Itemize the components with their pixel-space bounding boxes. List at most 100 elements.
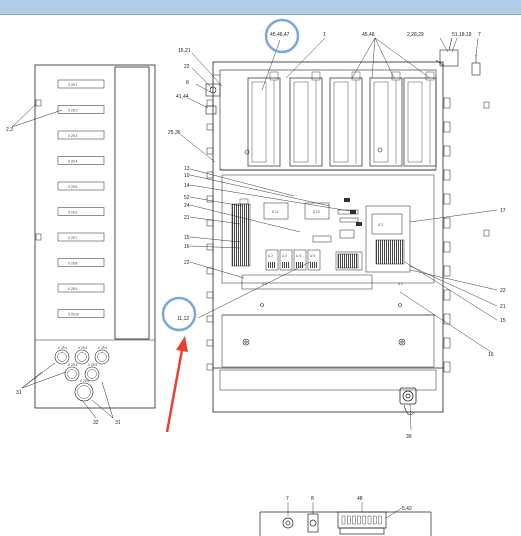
small-terminal [312,235,332,243]
door-breaker [57,232,105,242]
bottom-view [259,511,432,536]
base-frame [219,369,437,391]
callout-door-bottom-right: 31 [115,420,121,426]
door-outline [34,64,156,409]
wall-slot [206,99,214,107]
door-breaker [57,283,105,293]
wall-slot [443,169,451,181]
callout-17: 17 [500,208,506,214]
door-breaker [57,79,105,89]
door-breaker-label: X 29.9 [68,287,77,291]
callout-8-bottom: 8 [311,496,314,502]
callout-45-46-47: 45,46,47 [270,32,290,38]
door-breaker [57,207,105,216]
door-connector-label: X 29.4 [68,363,77,367]
callout-22-right: 22 [500,288,506,294]
wall-slot [206,123,214,131]
wall-slot [206,267,214,275]
connector-pin [373,515,377,525]
callout-45-46: 45,46 [362,32,375,38]
wall-slot [443,97,451,109]
wall-slot [206,339,214,347]
connector-pin [352,515,356,525]
door-round-connector [64,366,80,382]
callout-14: 14 [184,183,190,189]
wall-slot [206,363,214,371]
wall-slot [443,121,451,133]
wall-slot [443,241,451,253]
door-breaker-label: X 29.8 [68,261,77,265]
door-breaker [57,105,105,114]
callout-11-12: 11,12 [177,316,189,322]
relay-group [263,202,359,243]
door-cable-duct [114,66,150,340]
interface-unit [265,249,279,271]
door-connector-label: X 29.2 [78,346,87,350]
red-annotation-arrow [165,336,188,433]
wall-slot [443,265,451,277]
antenna-mount [471,62,481,76]
small-component [350,210,356,214]
connector-pin [341,515,346,525]
callout-15-21: 15,21 [178,48,191,54]
door-breaker [57,156,105,165]
wall-slot [206,171,214,179]
module-card [289,77,323,167]
cable-gland-left [205,105,217,115]
callout-7-bottom: 7 [286,496,289,502]
wall-slot [443,289,451,301]
callout-16-right: 16 [488,352,494,358]
door-breaker-label: X 29.1 [68,83,77,87]
interface-unit-label: U 4 [296,254,301,258]
lower-plate [221,314,435,368]
callout-16-left: 16 [184,244,190,250]
module-card [247,77,281,167]
mounting-plate [221,174,435,284]
door-breaker-label: X 29.4 [68,159,77,163]
callout-21-left: 21 [184,215,190,221]
wall-slot [206,195,214,203]
callout-door-left: 2,3 [6,127,13,133]
fuse-holder [339,229,355,239]
door-round-connector [94,349,110,365]
cable-duct-horizontal [241,274,373,290]
bottom-gland-7 [282,517,294,529]
wall-slot [206,291,214,299]
wall-slot [443,313,451,325]
bottom-connector-strip [337,511,387,529]
interface-unit [307,249,321,271]
wall-slot [443,337,451,349]
wall-slot [206,219,214,227]
callout-13: 13 [184,166,190,172]
door-round-connector [84,366,100,382]
connector-pin [362,515,366,525]
module-card [369,77,403,167]
callout-5-42: 5,42 [402,506,412,512]
door-breaker [57,130,105,140]
callout-1: 1 [323,32,326,38]
meter-box [335,251,363,271]
upper-compartment [219,69,437,171]
interface-unit-label: U 5 [310,254,315,258]
callout-10: 10 [184,173,190,179]
small-component [344,198,350,202]
door-breaker-label: X 29.5 [68,185,77,189]
power-supply-label: G 2 [378,223,383,227]
duct-tag: X 2 [262,282,267,286]
door-round-connector [74,349,90,365]
callout-8: 8 [186,80,189,86]
pressure-valve [205,83,221,97]
wall-slot [206,147,214,155]
callout-24: 24 [184,203,190,209]
callout-leaders [179,37,498,431]
door-hinge-top [35,99,42,107]
highlight-circle-left [161,296,197,332]
wall-slot [443,217,451,229]
callout-7: 7 [478,32,481,38]
callout-52: 52 [184,195,190,201]
callout-door-bottom-left: 31 [16,390,22,396]
door-breaker-label: X 29.10 [68,312,79,316]
